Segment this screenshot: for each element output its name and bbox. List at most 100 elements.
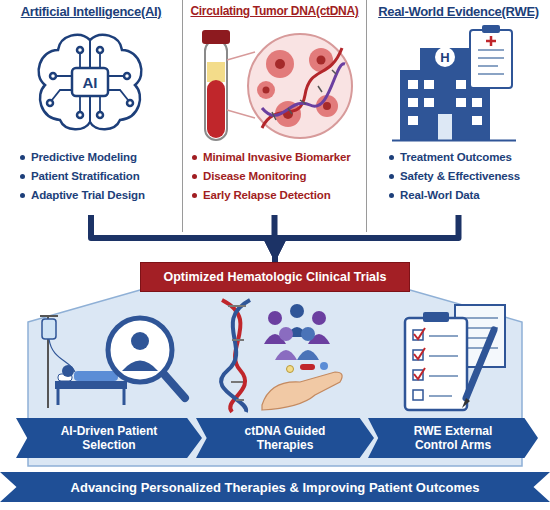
control-arm-icon-part: [462, 398, 470, 408]
bullet-dot: [20, 155, 25, 160]
patient-selection-icon-part: [131, 332, 149, 350]
bullet-dot: [20, 174, 25, 179]
box-title: Optimized Hematologic Clinical Trials: [164, 270, 387, 284]
tumor-cell-dna-icon-part: [257, 81, 275, 99]
bullet-item: Adaptive Trial Design: [20, 188, 145, 202]
brain-icon-part: [50, 73, 56, 79]
merge-arrow: [275, 215, 459, 262]
hospital-icon-part: [438, 114, 452, 140]
ribbon-label: Advancing Personalized Therapies & Impro…: [71, 480, 480, 495]
brain-icon-part: [39, 35, 142, 129]
hospital-icon-part: [424, 80, 434, 89]
control-arm-icon-part: [429, 336, 458, 396]
brain-icon-part: [124, 73, 130, 79]
patient-selection-icon-part: [74, 371, 118, 381]
blood-tube-icon-part: [207, 62, 225, 82]
brain-icon-part: [127, 100, 133, 106]
icon-letter: H: [435, 47, 455, 67]
blood-tube-icon-part: [207, 80, 225, 138]
brain-icon-part: [77, 47, 83, 53]
merge-arrow: [91, 215, 275, 262]
brain-icon-part: [47, 100, 53, 106]
blood-tube-icon-part: [205, 40, 227, 140]
chevron-shape: [16, 418, 202, 458]
ctdna-column: Circulating Tumor DNA(ctDNA)Minimal Inva…: [183, 0, 366, 215]
bullet-item: Real-Worl Data: [389, 188, 479, 202]
bullet-dot: [389, 193, 394, 198]
bullet-dot: [192, 193, 197, 198]
tumor-cell-dna-icon-part: [266, 50, 294, 78]
control-arm-icon-part: [413, 390, 423, 400]
clipboard-icon-part: [486, 36, 496, 46]
control-arm-icon-part: [405, 318, 467, 410]
guided-therapy-icon-part: [228, 306, 246, 400]
icon-letter: AI: [72, 68, 108, 96]
control-arm-icon-part: [423, 312, 449, 322]
ai-column: Artificial Intelligence(AI)Predictive Mo…: [0, 0, 182, 215]
bullet-item: Predictive Modeling: [20, 150, 137, 164]
patient-selection-icon-part: [57, 389, 60, 405]
hospital-icon-part: [392, 140, 516, 142]
chevron-banner: AI-Driven Patient Selection: [16, 418, 202, 458]
trials-panel: [28, 290, 522, 466]
brain-icon-part: [72, 68, 108, 96]
banner-label: ctDNA Guided Therapies: [226, 424, 344, 452]
guided-therapy-icon-part: [300, 364, 315, 370]
guided-therapy-icon-part: [275, 350, 297, 360]
guided-therapy-icon-part: [287, 366, 294, 373]
clipboard-icon-part: [482, 25, 500, 33]
clipboard-icon: [470, 25, 512, 88]
ribbon-banner: Advancing Personalized Therapies & Impro…: [0, 472, 550, 502]
bullet-item: Safety & Effectiveness: [389, 169, 520, 183]
tumor-cell-dna-icon-part: [323, 102, 331, 110]
column-heading: Real-World Evidence(RWE): [353, 4, 550, 19]
blood-tube-icon-part: [227, 52, 255, 60]
bullet-item: Patient Stratification: [20, 169, 140, 183]
bullet-dot: [20, 193, 25, 198]
tumor-cell-dna-icon-part: [272, 70, 336, 120]
bullet-dot: [389, 174, 394, 179]
hospital-icon-part: [408, 98, 418, 107]
brain-icon-part: [97, 112, 103, 118]
patient-selection-icon-part: [42, 319, 56, 339]
tumor-cell-dna-icon-part: [248, 34, 352, 138]
chevron-banner: RWE External Control Arms: [368, 418, 538, 458]
brain-icon-part: [97, 47, 103, 53]
clipboard-icon-part: [470, 30, 512, 88]
control-arm-icon: [405, 305, 505, 410]
brain-icon-part: [52, 53, 128, 112]
chevron-banner: ctDNA Guided Therapies: [196, 418, 374, 458]
guided-therapy-icon-part: [262, 372, 342, 410]
trials-panel-part: [28, 290, 522, 466]
guided-therapy-icon: [221, 300, 342, 412]
column-separator-part: [366, 0, 367, 232]
hospital-icon-part: [472, 98, 482, 107]
hospital-icon-part: [420, 48, 470, 73]
bullet-dot: [192, 155, 197, 160]
trials-box: Optimized Hematologic Clinical Trials: [140, 262, 410, 292]
banner-label: AI-Driven Patient Selection: [50, 424, 168, 452]
bullet-item: Minimal Invasive Biomarker: [192, 150, 351, 164]
clipboard-icon-part: [478, 50, 504, 74]
column-heading: Circulating Tumor DNA(ctDNA): [169, 4, 380, 18]
bullet-dot: [389, 155, 394, 160]
blood-tube-icon-part: [227, 110, 255, 118]
ribbon-shape: [0, 472, 550, 502]
patient-selection-icon: [40, 316, 185, 408]
hospital-icon-part: [435, 47, 455, 67]
hospital-icon-part: [408, 80, 418, 89]
patient-selection-icon-part: [108, 318, 172, 382]
patient-selection-icon-part: [62, 365, 74, 377]
merge-arrow: [272, 215, 279, 262]
rwe-column: Real-World Evidence(RWE)Treatment Outcom…: [367, 0, 550, 215]
tumor-cell-dna-icon-part: [263, 87, 270, 94]
brain-icon-part: [77, 112, 83, 118]
guided-therapy-icon-part: [279, 327, 293, 341]
guided-therapy-icon-part: [301, 327, 315, 341]
control-arm-icon-part: [466, 330, 494, 398]
guided-therapy-icon-part: [312, 311, 326, 325]
bullet-item: Treatment Outcomes: [389, 150, 512, 164]
